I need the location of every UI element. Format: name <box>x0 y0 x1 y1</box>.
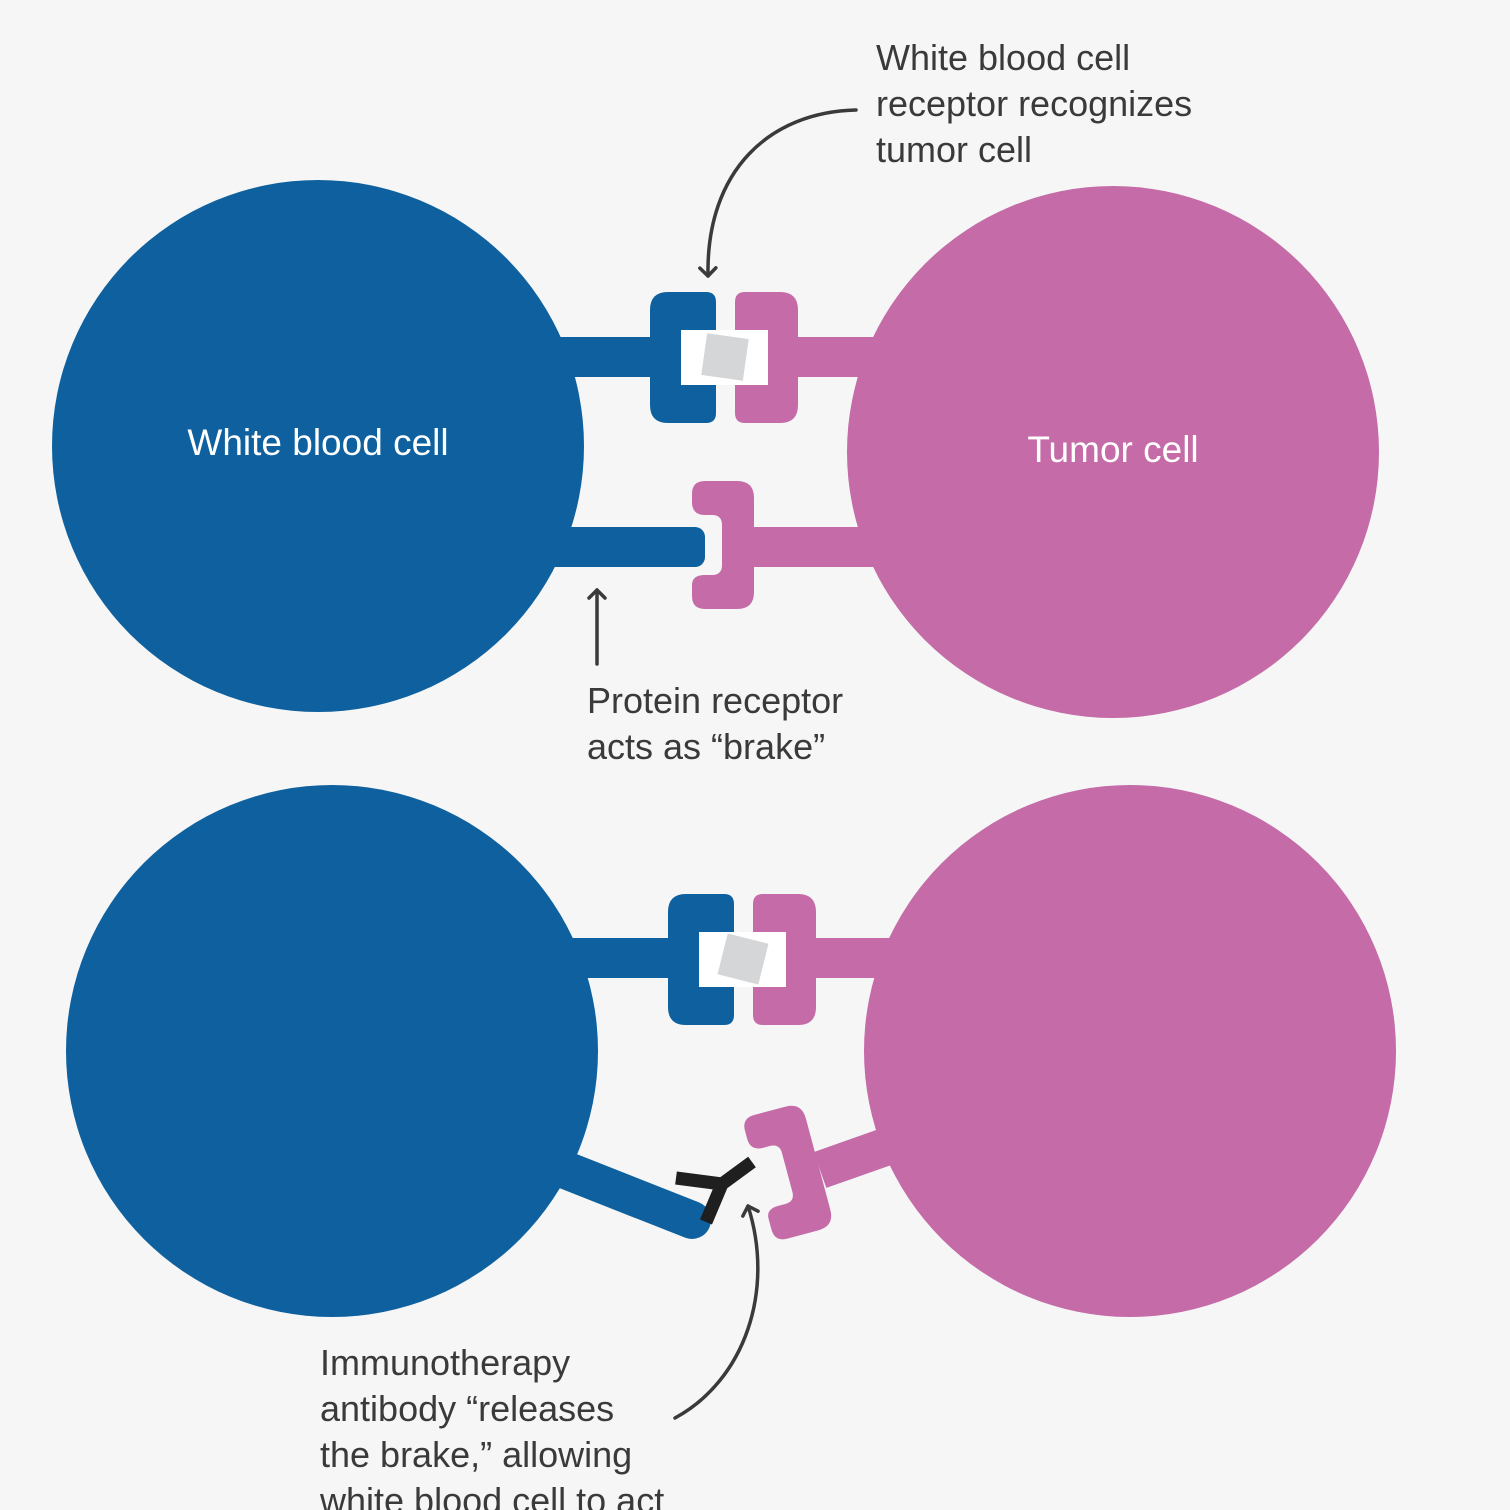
wbc-receptor <box>668 894 736 1025</box>
antibody-icon <box>675 1156 756 1225</box>
tumor-cell <box>847 186 1379 718</box>
white-blood-cell <box>52 180 584 712</box>
white-blood-cell <box>66 785 598 1317</box>
tumor-cell-label: Tumor cell <box>1027 429 1198 470</box>
antibody-annotation: Immunotherapy antibody “releases the bra… <box>319 1342 664 1510</box>
white-blood-cell-label: White blood cell <box>187 422 448 463</box>
arrow-icon <box>698 108 858 278</box>
tumor-brake-receptor <box>744 1105 832 1240</box>
arrow-icon <box>673 1204 760 1420</box>
bottom-panel: Immunotherapy antibody “releases the bra… <box>66 785 1396 1510</box>
tumor-receptor <box>751 894 816 1025</box>
wbc-brake-stalk <box>545 527 705 567</box>
wbc-receptor <box>650 292 718 423</box>
top-panel: White blood cell Tumor cell White blood … <box>52 37 1379 767</box>
tumor-cell <box>864 785 1396 1317</box>
brake-annotation: Protein receptor acts as “brake” <box>587 680 853 767</box>
tumor-receptor <box>733 292 798 423</box>
antigen-icon <box>717 933 769 985</box>
tumor-brake-receptor <box>692 481 754 609</box>
antigen-icon <box>701 333 749 381</box>
receptor-annotation: White blood cell receptor recognizes tum… <box>876 37 1202 170</box>
